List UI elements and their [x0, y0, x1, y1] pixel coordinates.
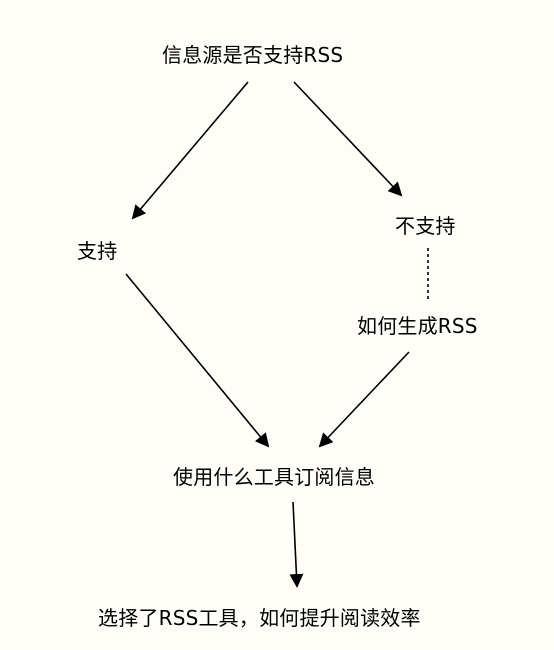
- edge-tool-to-efficiency: [289, 501, 304, 588]
- edge-support-to-tool: [125, 273, 270, 448]
- node-generate-rss: 如何生成RSS: [357, 314, 478, 338]
- node-choose-tool: 使用什么工具订阅信息: [173, 465, 375, 489]
- node-reading-efficiency: 选择了RSS工具，如何提升阅读效率: [98, 606, 421, 630]
- node-supported: 支持: [77, 239, 118, 263]
- node-root-question: 信息源是否支持RSS: [162, 43, 344, 67]
- edge-root-to-support: [131, 81, 249, 220]
- node-not-supported: 不支持: [395, 214, 456, 238]
- edge-root-to-nosupport: [293, 81, 403, 197]
- edge-genrss-to-tool: [318, 351, 410, 448]
